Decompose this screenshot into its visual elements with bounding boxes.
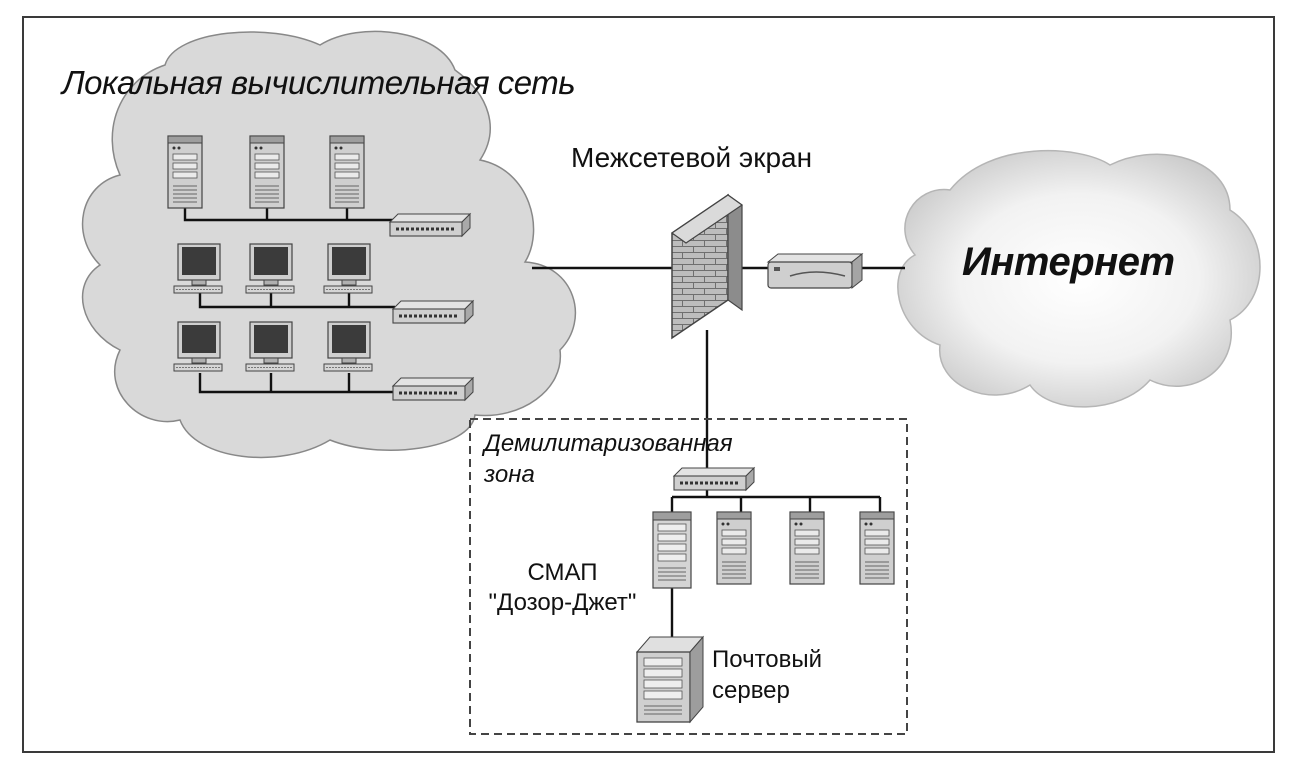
network-switch-icon [391, 376, 475, 402]
lan-server-icon [329, 135, 365, 209]
smap-label-line2: "Дозор-Джет" [488, 589, 637, 616]
lan-server-icon [249, 135, 285, 209]
internet-cloud-icon [897, 149, 1261, 408]
lan-label: Локальная вычислительная сеть [62, 64, 576, 101]
workstation-monitor-icon [173, 321, 223, 372]
workstation-monitor-icon [323, 321, 373, 372]
dmz-server-icon [789, 511, 825, 585]
internet-label: Интернет [962, 240, 1175, 284]
firewall-label: Межсетевой экран [571, 142, 813, 173]
firewall-brick-wall-icon [670, 193, 744, 340]
workstation-monitor-icon [323, 243, 373, 294]
lan-server-icon [167, 135, 203, 209]
network-switch-icon [388, 212, 472, 238]
smap-server-icon [652, 511, 692, 589]
dmz-zone-border [469, 418, 908, 735]
mail-server-label-line2: сервер [712, 677, 790, 704]
mail-server-icon [635, 635, 705, 724]
smap-label: СМАП "Дозор-Джет" [470, 558, 655, 618]
workstation-monitor-icon [245, 321, 295, 372]
network-switch-icon [391, 299, 475, 325]
dmz-label: Демилитаризованная зона [484, 430, 733, 488]
workstation-monitor-icon [173, 243, 223, 294]
mail-server-label: Почтовый сервер [712, 644, 822, 706]
connection-lines [183, 208, 905, 637]
dmz-server-icon [859, 511, 895, 585]
smap-label-line1: СМАП [527, 559, 598, 586]
workstation-monitor-icon [245, 243, 295, 294]
router-icon [766, 252, 864, 290]
dmz-server-icon [716, 511, 752, 585]
mail-server-label-line1: Почтовый [712, 646, 823, 673]
